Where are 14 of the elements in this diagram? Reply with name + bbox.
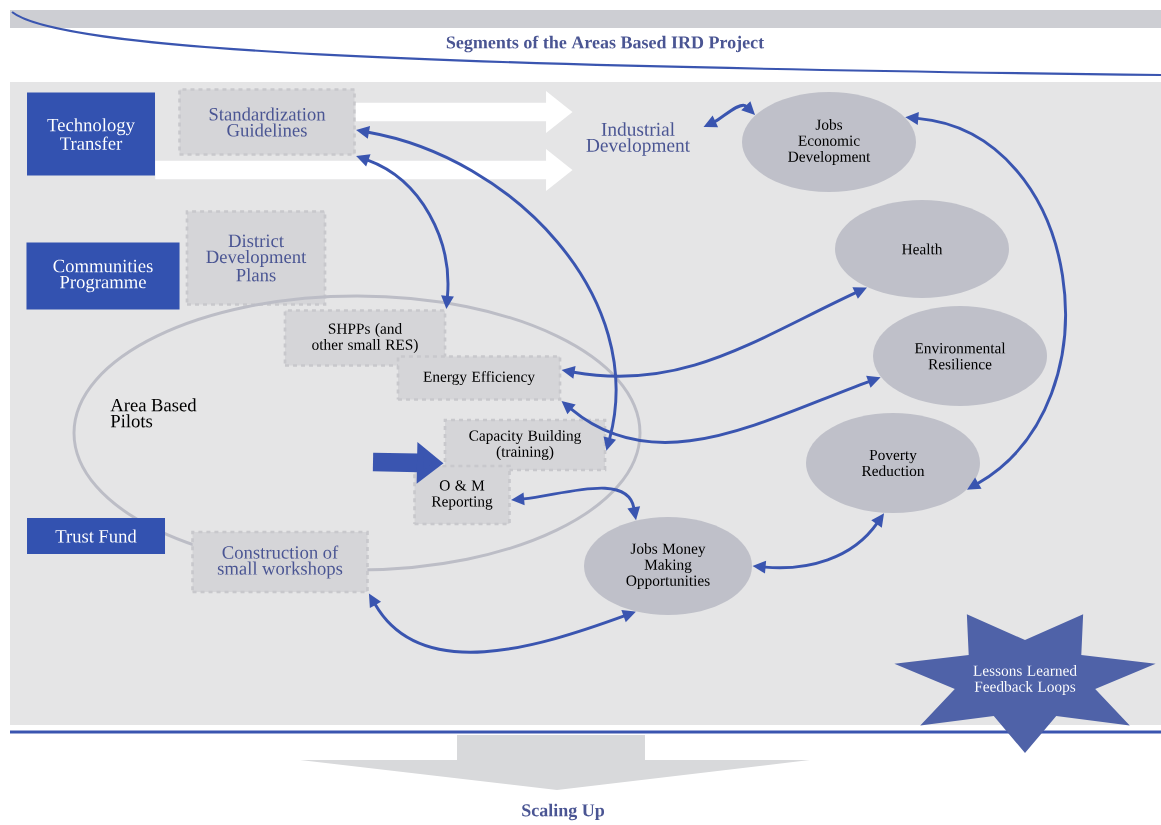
- activity-box: SHPPs (and other small RES): [283, 309, 447, 367]
- star-badge: Lessons Learned Feedback Loops: [894, 614, 1156, 753]
- activity-box: O & M Reporting: [413, 464, 511, 526]
- program-box: Technology Transfer: [27, 92, 155, 176]
- title: Segments of the Areas Based IRD Project: [446, 35, 765, 53]
- activity-box: Standardization Guidelines: [178, 88, 356, 156]
- activity-box: Capacity Building (training): [443, 418, 607, 472]
- program-box: Communities Programme: [26, 242, 180, 310]
- footer-label: Scaling Up: [522, 803, 605, 821]
- program-box: Trust Fund: [27, 518, 165, 554]
- activity-box: Construction of small workshops: [191, 530, 369, 594]
- outcome-text: Industrial Development: [586, 122, 690, 156]
- activity-box: Energy Efficiency: [396, 355, 562, 401]
- activity-box: District Development Plans: [185, 210, 327, 306]
